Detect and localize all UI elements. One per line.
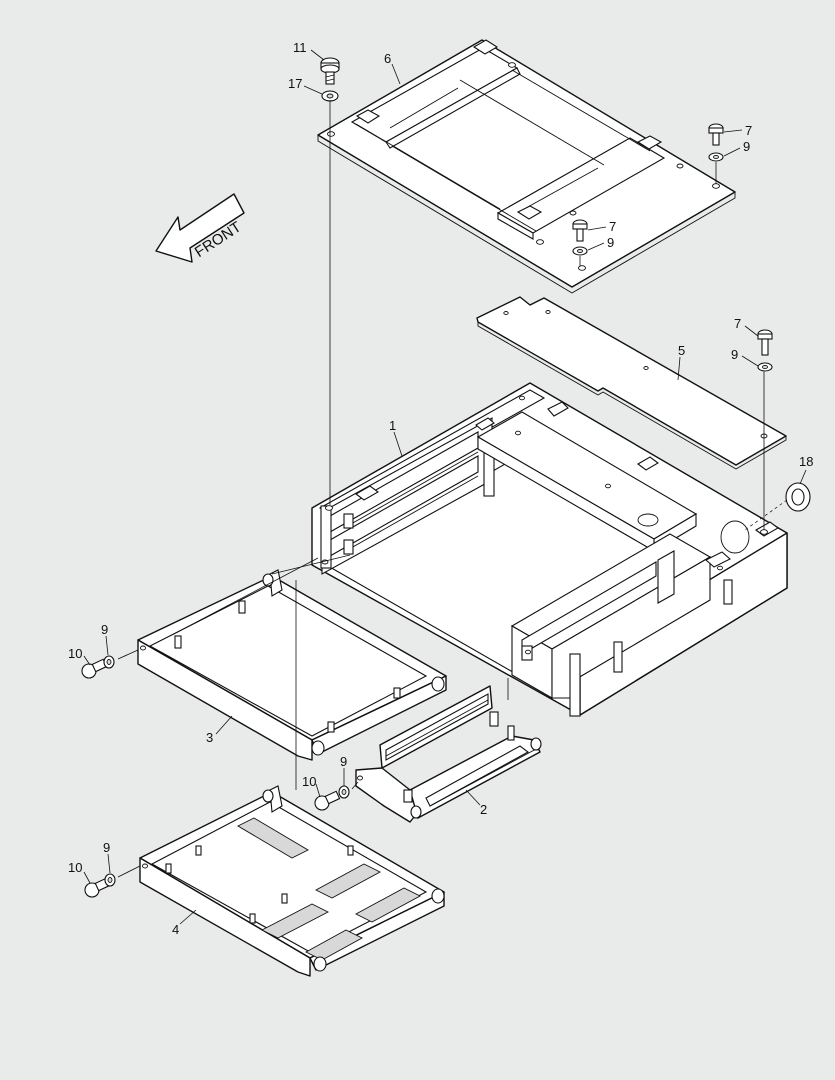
callout-2: 2 (480, 802, 487, 817)
callout-7-cover: 7 (734, 316, 741, 331)
callout-6: 6 (384, 51, 391, 66)
callout-10-tray-3: 10 (68, 646, 82, 661)
callout-9-rail-2: 9 (340, 754, 347, 769)
callout-9-right-top: 9 (743, 139, 750, 154)
callout-10-rail-2: 10 (302, 774, 316, 789)
callout-10-tray-4: 10 (68, 860, 82, 875)
part-18-grommet (785, 482, 811, 512)
part-2-slide-rail (355, 685, 542, 823)
callout-7-center: 7 (609, 219, 616, 234)
front-arrow: FRONT (155, 193, 245, 263)
bolt-7-center (572, 219, 588, 242)
callout-11: 11 (293, 40, 307, 55)
bolt-7-right-top (708, 123, 724, 146)
part-4-bottom-tray (139, 785, 445, 977)
callout-1: 1 (389, 418, 396, 433)
callout-9-tray-4: 9 (103, 840, 110, 855)
part-5-cover-plate (476, 296, 787, 470)
part-6-top-frame (317, 39, 736, 294)
callout-numbers: 11 6 17 7 9 7 9 7 9 5 1 18 9 10 3 9 10 2… (68, 40, 813, 937)
callout-5: 5 (678, 343, 685, 358)
callout-3: 3 (206, 730, 213, 745)
callout-leaders (83, 49, 807, 925)
callout-9-cover: 9 (731, 347, 738, 362)
callout-4: 4 (172, 922, 179, 937)
washer-9-cover (757, 362, 773, 372)
callout-7-right-top: 7 (745, 123, 752, 138)
screw-10-tray-4 (84, 873, 116, 898)
screw-10-rail-2 (314, 785, 350, 811)
callout-9-tray-3: 9 (101, 622, 108, 637)
callout-18: 18 (799, 454, 813, 469)
part-3-drawer-tray (137, 569, 447, 761)
callout-17: 17 (288, 76, 302, 91)
callout-9-center: 9 (607, 235, 614, 250)
bolt-11 (320, 57, 340, 85)
bolt-7-cover (757, 329, 773, 356)
washer-9-center (572, 246, 588, 256)
alignment-lines (117, 100, 788, 878)
part-1-seat-box (311, 382, 788, 717)
washer-17 (321, 90, 339, 102)
screw-10-tray-3 (81, 655, 115, 679)
washer-9-right-top (708, 152, 724, 162)
